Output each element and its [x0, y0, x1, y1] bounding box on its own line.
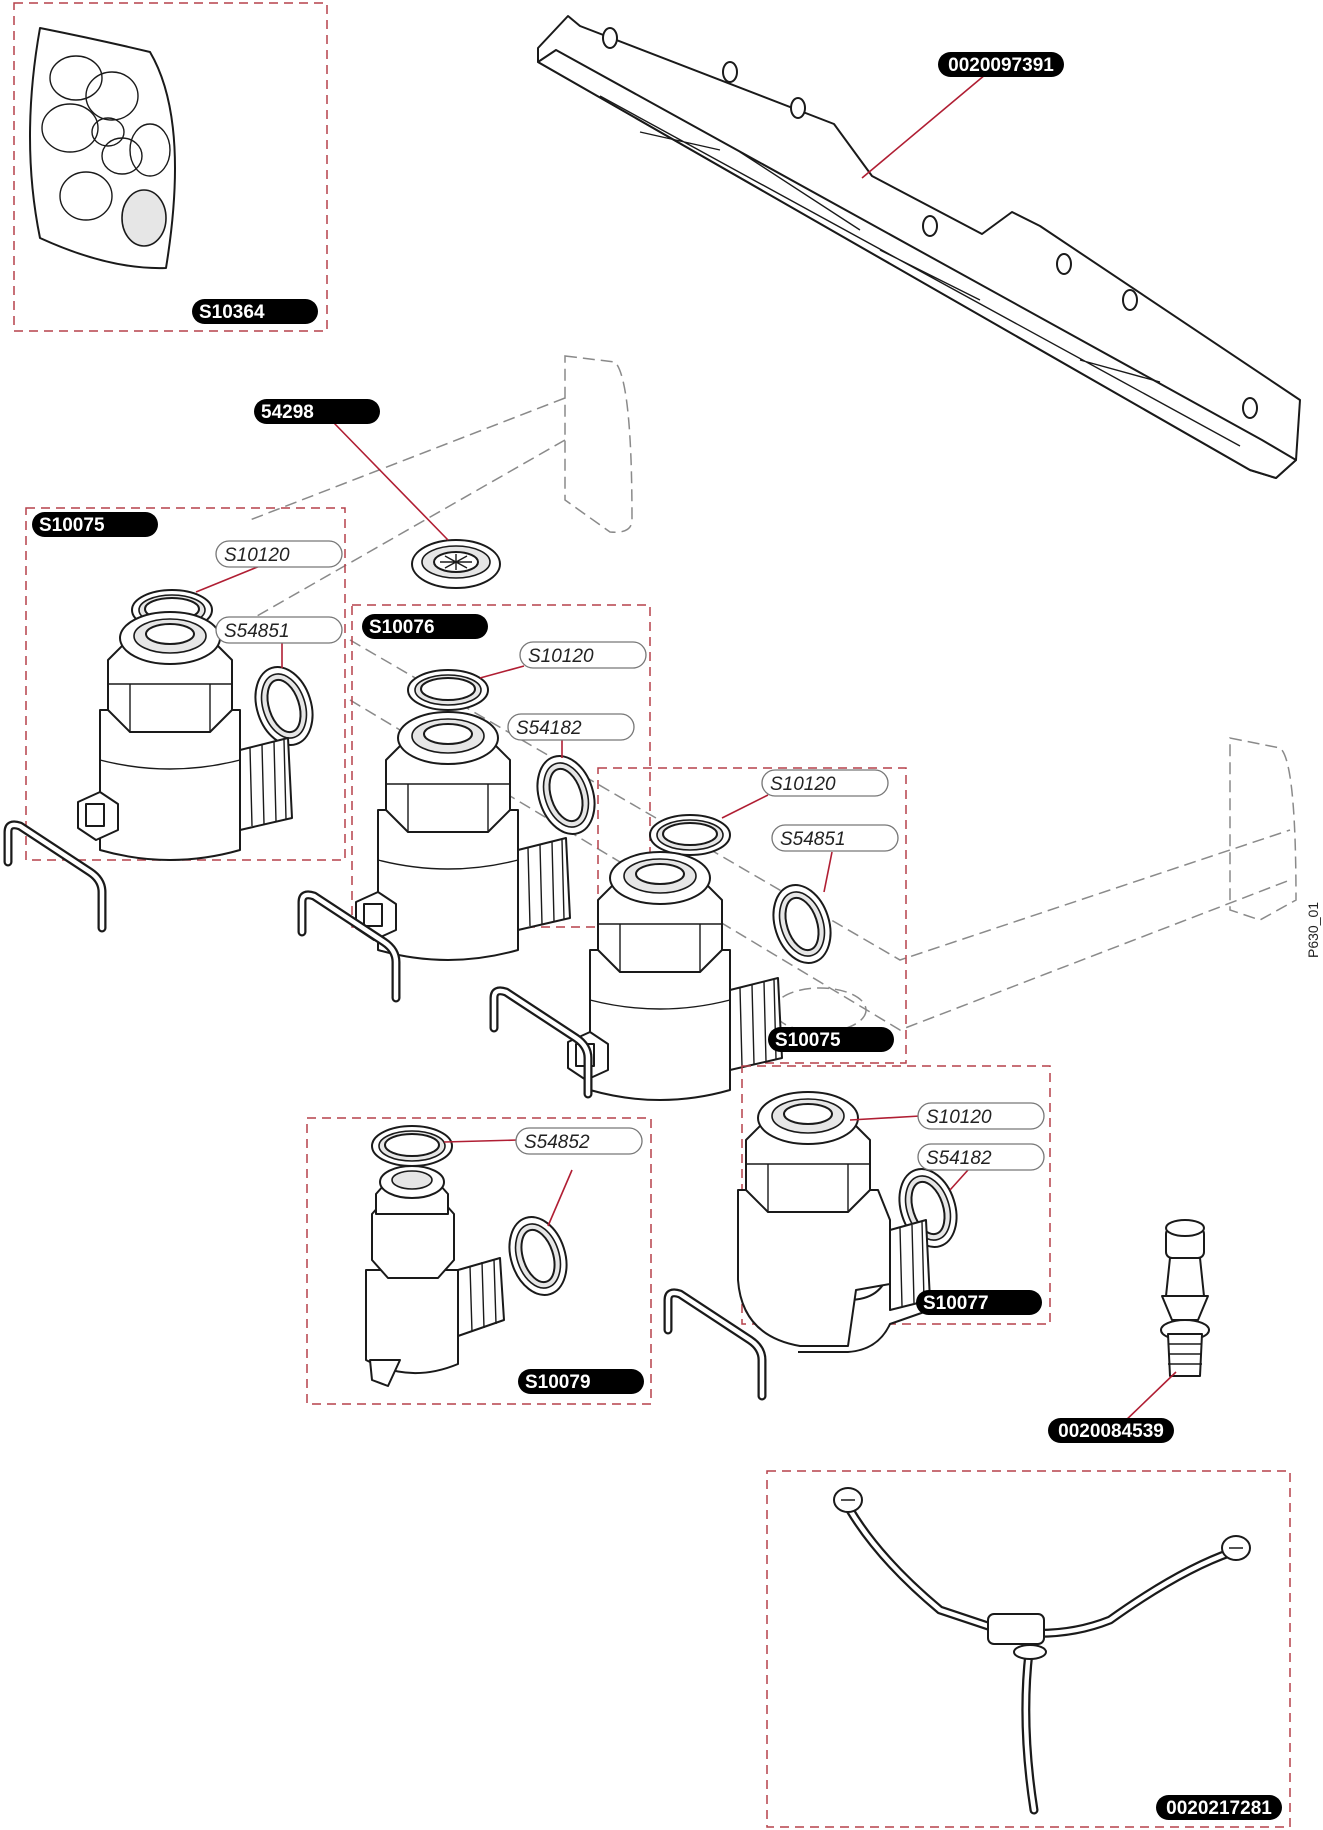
label-washer-top: 54298	[254, 399, 380, 424]
gasket-b2-part	[526, 747, 606, 843]
label-gasket-a2: S54851	[215, 616, 343, 644]
drawing-id: P630_01	[1305, 902, 1321, 958]
label-tap-d: S10077	[916, 1290, 1042, 1315]
svg-text:0020097391: 0020097391	[948, 55, 1054, 76]
svg-text:S10364: S10364	[199, 302, 265, 323]
harness-box	[766, 1470, 1291, 1828]
svg-text:S10120: S10120	[926, 1107, 992, 1128]
seal-kit-box	[13, 2, 328, 332]
washer-top-part	[411, 539, 501, 589]
seal-kit-bag	[29, 27, 176, 270]
svg-text:S54851: S54851	[224, 621, 290, 642]
gasket-c2-part	[762, 876, 842, 972]
svg-text:0020084539: 0020084539	[1058, 1421, 1164, 1442]
svg-text:54298: 54298	[261, 402, 314, 423]
svg-text:S10077: S10077	[923, 1293, 989, 1314]
label-tap-e: S10079	[518, 1369, 644, 1394]
svg-text:S54182: S54182	[926, 1148, 992, 1169]
svg-text:S54182: S54182	[516, 718, 582, 739]
gasket-e2-part	[498, 1208, 578, 1304]
tap-e-box	[306, 1117, 652, 1405]
svg-text:S10076: S10076	[369, 617, 435, 638]
svg-text:S54851: S54851	[780, 829, 846, 850]
gasket-e1-part	[371, 1125, 453, 1167]
label-bracket: 0020097391	[938, 52, 1064, 77]
label-tap-c: S10075	[768, 1027, 894, 1052]
svg-text:S54852: S54852	[524, 1132, 590, 1153]
label-gasket-d2: S54182	[917, 1143, 1045, 1171]
label-nozzle: 0020084539	[1048, 1418, 1174, 1443]
label-gasket-a1: S10120	[215, 540, 343, 568]
svg-text:S10079: S10079	[525, 1372, 591, 1393]
svg-text:S10075: S10075	[775, 1030, 841, 1051]
label-gasket-c2: S54851	[771, 824, 899, 852]
tap-a-part	[77, 611, 293, 861]
svg-text:0020217281: 0020217281	[1166, 1798, 1272, 1819]
harness-part	[833, 1487, 1251, 1815]
label-seal-kit: S10364	[192, 299, 318, 324]
svg-text:S10120: S10120	[224, 545, 290, 566]
tap-e-part	[365, 1165, 505, 1387]
label-tap-a: S10075	[32, 512, 158, 537]
label-gasket-b1: S10120	[519, 641, 647, 669]
clip-a-part	[8, 825, 102, 928]
tap-d-box	[741, 1065, 1051, 1325]
label-gasket-c1: S10120	[761, 769, 889, 797]
svg-text:S10120: S10120	[770, 774, 836, 795]
gasket-b1-part	[407, 669, 489, 711]
label-harness: 0020217281	[1156, 1795, 1282, 1820]
tap-d-part	[737, 1091, 931, 1353]
gasket-c1-part	[649, 814, 731, 856]
nozzle-part	[1160, 1219, 1210, 1377]
svg-text:S10120: S10120	[528, 646, 594, 667]
manifold-outline	[249, 355, 1297, 1033]
label-gasket-e1: S54852	[515, 1127, 643, 1155]
svg-text:S10075: S10075	[39, 515, 105, 536]
bracket-part	[537, 15, 1301, 479]
label-gasket-b2: S54182	[507, 713, 635, 741]
label-tap-b: S10076	[362, 614, 488, 639]
label-gasket-d1: S10120	[917, 1102, 1045, 1130]
tap-c-part	[567, 851, 783, 1101]
